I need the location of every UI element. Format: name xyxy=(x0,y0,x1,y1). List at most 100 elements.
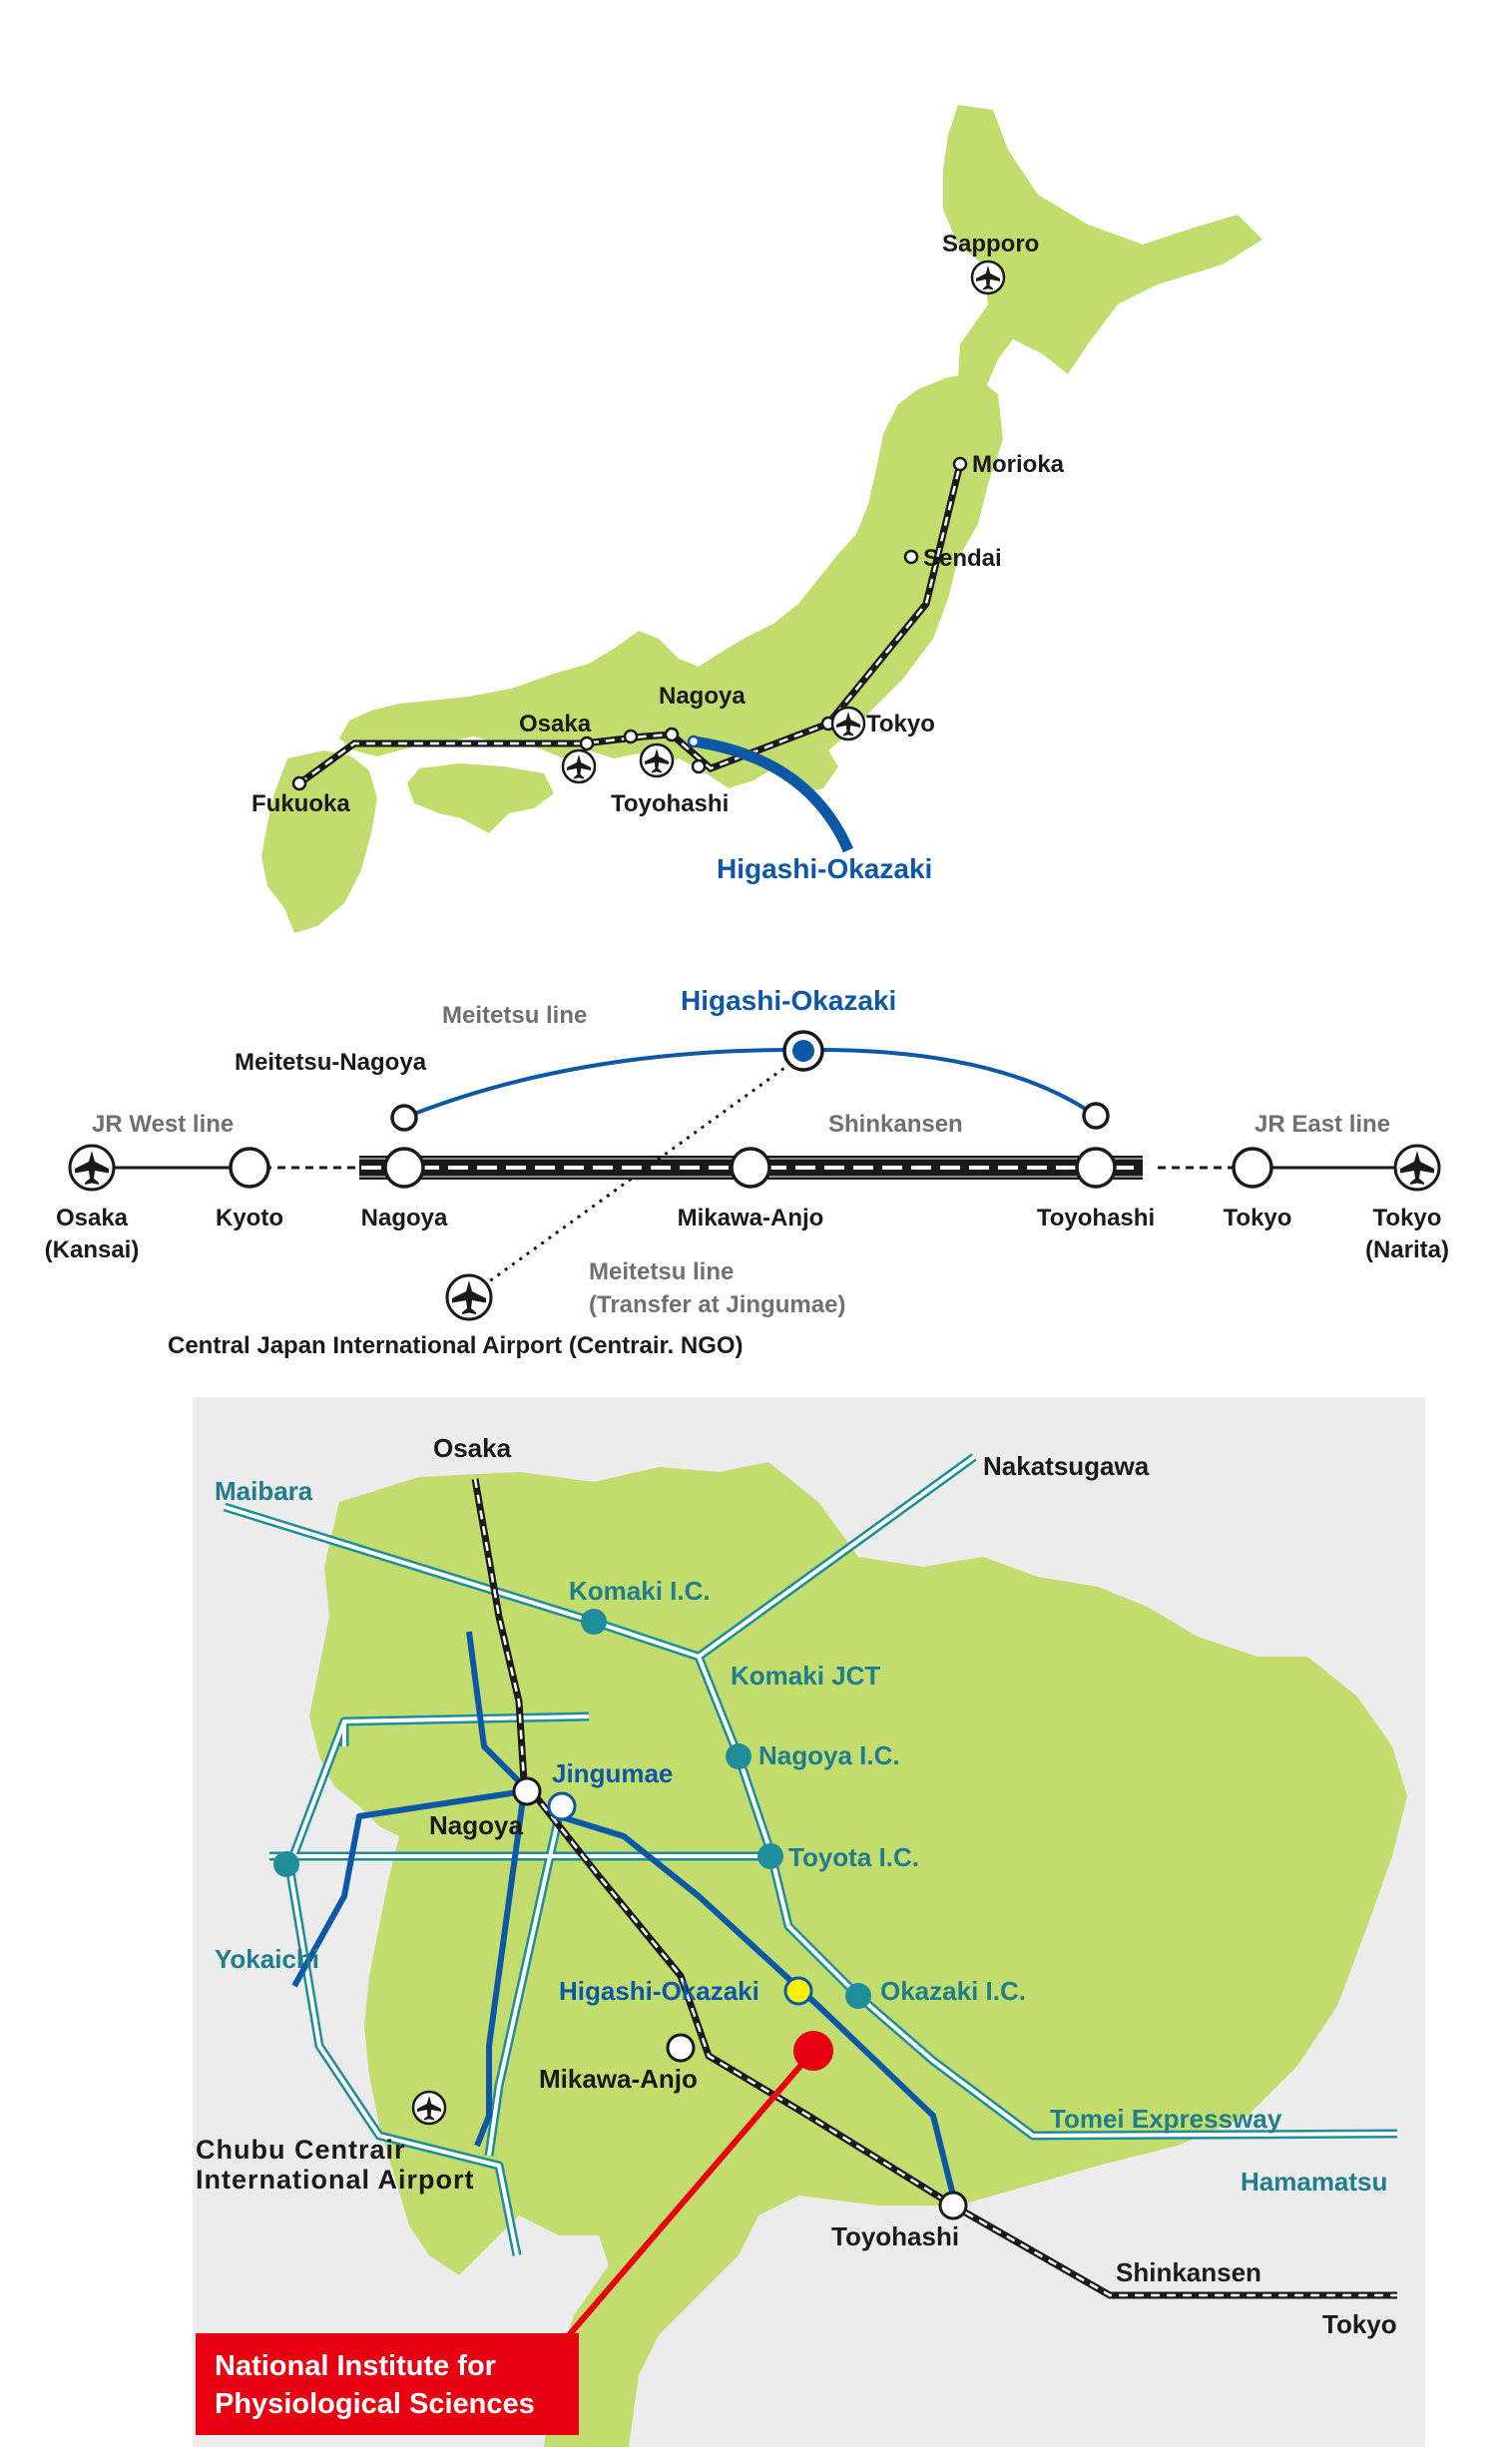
nagoya-ic-marker xyxy=(726,1743,752,1769)
nips-callout-line xyxy=(566,2049,816,2337)
regional-map: Osaka Nakatsugawa Nagoya Mikawa-Anjo Toy… xyxy=(193,1397,1425,2447)
chubu-centrair-airport-icon xyxy=(411,2090,447,2126)
morioka-label: Morioka xyxy=(972,451,1065,478)
komaki-ic-marker xyxy=(581,1609,607,1635)
centrair-airport-label: Central Japan International Airport (Cen… xyxy=(168,1332,744,1359)
honshu-island xyxy=(339,374,1003,793)
route-diagram: Higashi-Okazaki Meitetsu line JR West li… xyxy=(45,985,1449,1359)
city-dots xyxy=(291,456,968,791)
mikawa-anjo-route-label: Mikawa-Anjo xyxy=(678,1205,824,1231)
international-airport-label: International Airport xyxy=(196,2165,475,2195)
nagoya-airport-icon xyxy=(639,742,675,778)
route-higashi-okazaki-label: Higashi-Okazaki xyxy=(681,985,896,1016)
regional-teal-labels: Maibara Komaki I.C. Komaki JCT Nagoya I.… xyxy=(215,1476,1387,2197)
regional-shinkansen xyxy=(471,1478,1397,2299)
osaka-kansai-sub-label: (Kansai) xyxy=(45,1236,140,1263)
toyohashi-regional-station xyxy=(938,2191,968,2220)
sendai-label: Sendai xyxy=(923,545,1002,572)
nagoya-regional-station xyxy=(512,1776,542,1806)
kyoto-station xyxy=(229,1147,270,1189)
tokyo-airport-icon xyxy=(830,706,866,741)
toyohashi-station xyxy=(1075,1147,1117,1189)
higashi-okazaki-highlight-label: Higashi-Okazaki xyxy=(717,853,932,884)
chubu-centrair-label: Chubu Centrair xyxy=(196,2135,406,2165)
osaka-regional-label: Osaka xyxy=(433,1433,512,1463)
nakatsugawa-label: Nakatsugawa xyxy=(983,1451,1150,1481)
nagoya-dot xyxy=(664,727,680,742)
meitetsu-nagoya-label: Meitetsu-Nagoya xyxy=(235,1049,427,1076)
sapporo-airport-icon xyxy=(970,259,1006,295)
toyohashi-label: Toyohashi xyxy=(611,790,729,817)
jingumae-station xyxy=(547,1791,577,1821)
japan-city-labels: Sapporo Morioka Sendai Tokyo Nagoya Osak… xyxy=(252,231,1065,817)
higashi-okazaki-regional-station xyxy=(783,1976,813,2006)
nagoya-station xyxy=(383,1147,425,1189)
kansai-airport-icon xyxy=(68,1144,116,1192)
toyota-ic-label: Toyota I.C. xyxy=(788,1842,919,1872)
jingumae-label: Jingumae xyxy=(552,1758,673,1788)
toyohashi-dot xyxy=(691,758,707,774)
osaka-airport-icon xyxy=(561,748,597,784)
okazaki-ic-marker xyxy=(845,1983,871,2009)
sapporo-label: Sapporo xyxy=(942,231,1039,257)
tokyo-narita-sub-label: (Narita) xyxy=(1365,1236,1449,1263)
shinkansen-label: Shinkansen xyxy=(828,1111,963,1138)
nips-callout-line-2: Physiological Sciences xyxy=(215,2388,535,2420)
kyushu-island xyxy=(261,750,377,933)
meitetsu-transfer-label: Meitetsu line xyxy=(589,1258,734,1285)
meitetsu-line-arc xyxy=(403,1047,1098,1120)
higashi-okazaki-pointer xyxy=(693,735,854,853)
aichi-landmass xyxy=(309,1462,1407,2447)
meitetsu-transfer-note: (Transfer at Jingumae) xyxy=(589,1291,845,1318)
centrair-airport-icon xyxy=(445,1273,493,1321)
mikawa-anjo-regional-station xyxy=(666,2033,696,2063)
nagoya-ic-label: Nagoya I.C. xyxy=(758,1740,900,1770)
tomei-expressway-label: Tomei Expressway xyxy=(1050,2104,1282,2134)
meitetsu-lines xyxy=(291,1631,956,2197)
nips-location-marker xyxy=(793,2031,833,2071)
route-stations xyxy=(229,1030,1273,1189)
yokaichi-ic-marker xyxy=(273,1851,299,1877)
meitetsu-nagoya-station xyxy=(390,1104,418,1132)
shikoku-island xyxy=(407,763,554,833)
mikawa-anjo-regional-label: Mikawa-Anjo xyxy=(539,2064,698,2094)
toyohashi-regional-label: Toyohashi xyxy=(831,2221,959,2251)
japan-landmass xyxy=(261,105,1262,933)
higashi-okazaki-dot xyxy=(687,734,701,748)
jr-west-line-label: JR West line xyxy=(92,1111,234,1138)
hamamatsu-label: Hamamatsu xyxy=(1241,2167,1387,2197)
osaka-dot xyxy=(579,735,595,751)
komaki-jct-label: Komaki JCT xyxy=(731,1661,880,1691)
nagoya-label: Nagoya xyxy=(659,683,746,710)
fukuoka-dot xyxy=(291,775,307,791)
yokaichi-label: Yokaichi xyxy=(215,1944,319,1974)
nagoya-regional-label: Nagoya xyxy=(429,1810,523,1840)
expressways xyxy=(223,1453,1398,2256)
higashi-okazaki-station-core xyxy=(792,1040,814,1062)
hokkaido-island xyxy=(943,105,1262,394)
kyoto-dot xyxy=(623,729,639,744)
regional-stations xyxy=(512,1776,968,2220)
tokyo-route-label: Tokyo xyxy=(1224,1205,1292,1231)
toyota-ic-marker xyxy=(757,1843,783,1869)
osaka-kansai-label: Osaka xyxy=(56,1205,129,1231)
tokyo-regional-label: Tokyo xyxy=(1322,2309,1397,2339)
fukuoka-label: Fukuoka xyxy=(252,790,350,817)
kyoto-label: Kyoto xyxy=(216,1205,283,1231)
airport-transfer-route xyxy=(480,1056,799,1289)
nips-callout-box: National Institute for Physiological Sci… xyxy=(196,2333,579,2435)
ic-markers xyxy=(273,1609,871,2009)
osaka-label: Osaka xyxy=(519,711,592,737)
meitetsu-line-label: Meitetsu line xyxy=(442,1002,587,1029)
jr-east-line-label: JR East line xyxy=(1255,1111,1390,1138)
shinkansen-regional-label: Shinkansen xyxy=(1116,2257,1261,2287)
nagoya-route-label: Nagoya xyxy=(361,1205,448,1231)
okazaki-ic-label: Okazaki I.C. xyxy=(880,1976,1026,2006)
higashi-okazaki-regional-label: Higashi-Okazaki xyxy=(559,1976,759,2006)
mikawa-anjo-station xyxy=(730,1147,771,1189)
regional-blue-labels: Jingumae Higashi-Okazaki xyxy=(552,1758,759,2006)
tokyo-label: Tokyo xyxy=(866,711,935,737)
morioka-dot xyxy=(952,456,968,472)
toyohashi-route-label: Toyohashi xyxy=(1037,1205,1155,1231)
